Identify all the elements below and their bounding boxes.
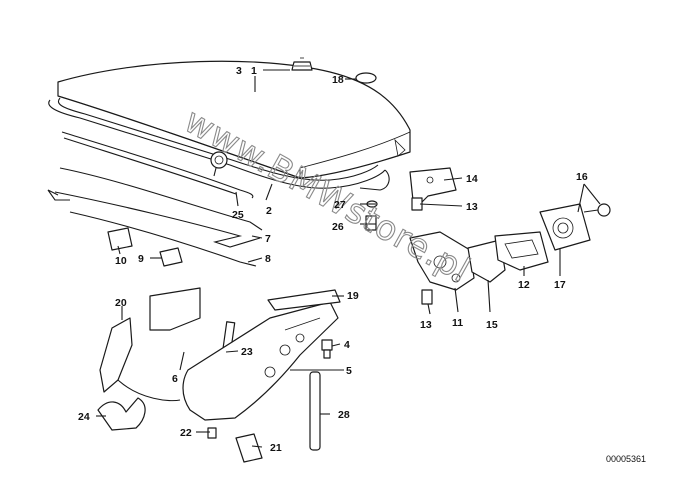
- part-label-16: 16: [576, 171, 588, 183]
- part-label-6: 6: [172, 373, 178, 385]
- part-label-7: 7: [265, 233, 271, 245]
- part-label-1: 1: [251, 65, 257, 77]
- part-label-13: 13: [420, 319, 432, 331]
- part-label-17: 17: [554, 279, 566, 291]
- torsion-rods: [47, 167, 263, 267]
- pad-24: [97, 397, 146, 431]
- part-label-2: 2: [266, 205, 272, 217]
- part-label-23: 23: [241, 346, 253, 358]
- part-label-8: 8: [265, 253, 271, 265]
- clip-9: [159, 247, 183, 267]
- part-label-28: 28: [338, 409, 350, 421]
- bracket-12: [494, 231, 549, 271]
- trunk-lid: [57, 60, 411, 179]
- bolt-26: [365, 215, 377, 231]
- part-label-3: 3: [236, 65, 242, 77]
- strut-28: [309, 371, 321, 451]
- part-label-22: 22: [180, 427, 192, 439]
- lid-frame: [48, 97, 390, 191]
- lid-lock-cylinder: [210, 151, 228, 177]
- lock-11: [409, 231, 475, 291]
- part-label-14: 14: [466, 173, 478, 185]
- buffer-3: [291, 57, 313, 71]
- part-label-13: 13: [466, 201, 478, 213]
- part-label-12: 12: [518, 279, 530, 291]
- part-label-25: 25: [232, 209, 244, 221]
- hinge-bracket-left: [99, 287, 201, 402]
- screw-13-bottom: [421, 289, 433, 305]
- part-label-20: 20: [115, 297, 127, 309]
- hinge-arm-5: [182, 301, 339, 421]
- part-label-18: 18: [332, 74, 344, 86]
- hinge-plate-19: [267, 289, 341, 311]
- part-label-11: 11: [452, 317, 463, 329]
- leader-lines: [96, 69, 601, 448]
- key-16: [583, 203, 611, 217]
- part-label-4: 4: [344, 339, 350, 351]
- part-label-26: 26: [332, 221, 344, 233]
- clip-10: [107, 227, 133, 251]
- lock-cylinder-17: [539, 203, 591, 251]
- seal-strip: [61, 131, 254, 199]
- plug-18: [355, 72, 377, 84]
- part-label-9: 9: [138, 253, 144, 265]
- bolt-4: [321, 339, 333, 359]
- bracket-15: [467, 239, 506, 283]
- part-label-24: 24: [78, 411, 90, 423]
- part-label-15: 15: [486, 319, 498, 331]
- part-label-5: 5: [346, 365, 352, 377]
- part-label-10: 10: [115, 255, 127, 267]
- part-label-21: 21: [270, 442, 282, 454]
- link-21-22: [207, 427, 263, 463]
- catalog-number: 00005361: [606, 454, 646, 464]
- part-label-27: 27: [334, 199, 346, 211]
- part-label-19: 19: [347, 290, 359, 302]
